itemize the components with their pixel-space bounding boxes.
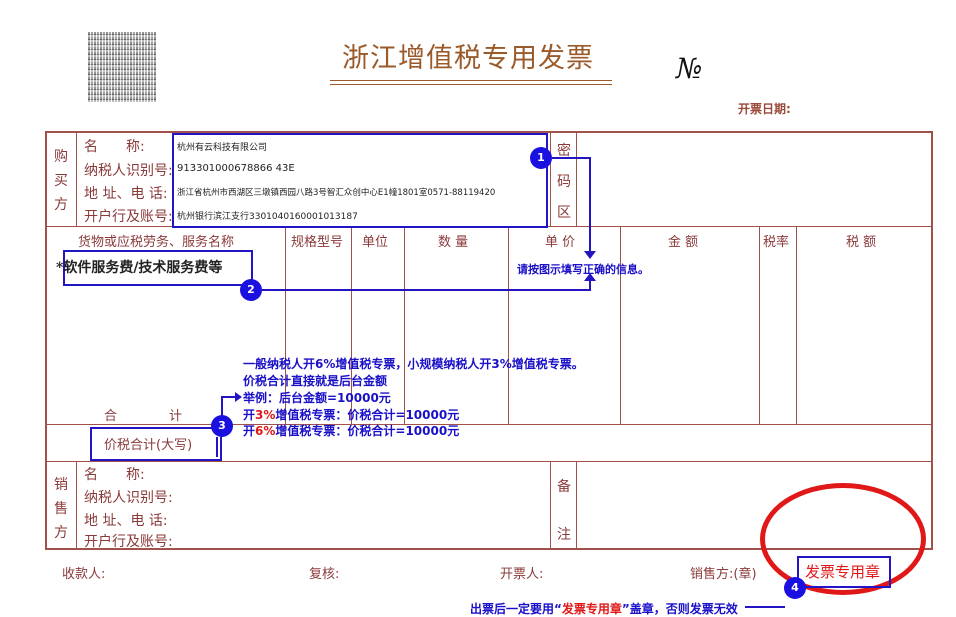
seller-seal-label: 销售方:(章) <box>690 567 757 582</box>
row-divider <box>45 424 933 425</box>
stamp-highlight-ellipse <box>760 483 926 595</box>
example-6-percent: 开6%增值税专票：价税合计=10000元 <box>243 424 460 438</box>
invoice-title: 浙江增值税专用发票 <box>342 43 594 74</box>
col-header-tax-rate: 税率 <box>763 235 790 250</box>
seller-bank-label: 开户行及账号: <box>84 534 173 550</box>
total-label: 合 <box>104 409 118 424</box>
col-header-goods: 货物或应税劳务、服务名称 <box>78 235 235 250</box>
item-name-box <box>63 250 253 286</box>
marker-3: 3 <box>211 415 233 437</box>
invoice-stamp-text: 发票专用章 <box>805 563 881 581</box>
title-underline <box>330 84 612 85</box>
buyer-address-value: 浙江省杭州市西湖区三墩镇西园八路3号智汇众创中心E1幢1801室0571-881… <box>177 188 496 198</box>
seller-side-label: 方 <box>54 525 68 541</box>
buyer-name-label: 名 称: <box>84 139 145 155</box>
frame-left <box>45 131 47 549</box>
password-area-label: 区 <box>557 205 571 221</box>
issuer-label: 开票人: <box>500 567 544 582</box>
buyer-side-label: 买 <box>54 173 68 189</box>
total-words-label: 价税合计(大写) <box>104 438 193 453</box>
col-header-quantity: 数 量 <box>438 235 469 250</box>
seller-side-label: 售 <box>54 501 68 517</box>
payee-label: 收款人: <box>62 567 106 582</box>
buyer-bank-value: 杭州银行滨江支行3301040160001013187 <box>177 212 358 222</box>
buyer-name-value: 杭州有云科技有限公司 <box>177 143 268 153</box>
frame-bottom <box>45 548 933 550</box>
example-3-percent: 开3%增值税专票：价税合计=10000元 <box>243 408 460 422</box>
total-label: 计 <box>169 409 183 424</box>
marker-1: 1 <box>530 147 552 169</box>
buyer-side-label: 购 <box>54 149 68 165</box>
col-header-amount: 金 额 <box>668 235 699 250</box>
issue-date-label: 开票日期: <box>738 102 791 116</box>
reviewer-label: 复核: <box>309 567 340 582</box>
remark-label: 注 <box>557 527 571 543</box>
tax-note-line: 价税合计直接就是后台金额 <box>243 374 388 388</box>
remark-label: 备 <box>557 479 571 495</box>
invoice-number-mark: № <box>676 52 703 85</box>
col-header-unit: 单位 <box>362 235 389 250</box>
marker-4: 4 <box>784 577 806 599</box>
seller-side-label: 销 <box>54 477 68 493</box>
tax-note-line: 一般纳税人开6%增值税专票，小规模纳税人开3%增值税专票。 <box>243 357 584 371</box>
col-header-tax-amount: 税 额 <box>846 235 877 250</box>
password-area-label: 密 <box>557 143 571 159</box>
stamp-box <box>797 556 891 588</box>
col-header-spec: 规格型号 <box>291 235 344 250</box>
frame-top <box>45 131 933 133</box>
frame-right <box>931 131 933 549</box>
buyer-side-label: 方 <box>54 197 68 213</box>
row-divider <box>45 461 933 462</box>
buyer-taxid-label: 纳税人识别号: <box>84 163 173 179</box>
col-header-unit-price: 单 价 <box>545 235 576 250</box>
qr-code <box>88 32 156 102</box>
info-instruction-note: 请按图示填写正确的信息。 <box>517 263 649 276</box>
tax-note-line: 举例：后台金额=10000元 <box>243 391 391 405</box>
item-name-text: *软件服务费/技术服务费等 <box>56 260 223 276</box>
buyer-taxid-value: 913301000678866 43E <box>177 163 295 174</box>
total-words-box <box>90 427 222 461</box>
seller-address-label: 地 址、电 话: <box>84 513 168 529</box>
buyer-info-box <box>172 133 548 228</box>
seller-name-label: 名 称: <box>84 467 145 483</box>
bottom-stamp-note: 出票后一定要用“发票专用章”盖章，否则发票无效 <box>470 602 738 616</box>
password-area-label: 码 <box>557 174 571 190</box>
buyer-address-label: 地 址、电 话: <box>84 186 168 202</box>
seller-taxid-label: 纳税人识别号: <box>84 490 173 506</box>
title-underline <box>330 80 612 81</box>
buyer-bank-label: 开户行及账号: <box>84 209 173 225</box>
marker-2: 2 <box>240 279 262 301</box>
